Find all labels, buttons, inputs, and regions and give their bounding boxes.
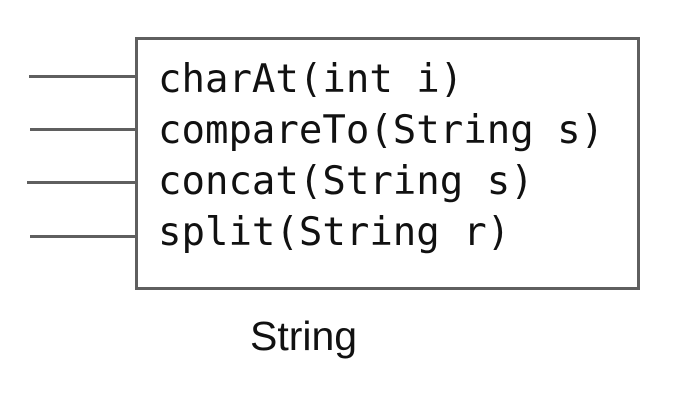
method-connector-line <box>30 128 135 131</box>
class-box: charAt(int i) compareTo(String s) concat… <box>135 37 640 290</box>
method-connector-line <box>27 181 135 184</box>
class-name-label: String <box>250 313 358 359</box>
method-connector-line <box>30 235 135 238</box>
method-item: charAt(int i) <box>158 57 464 102</box>
method-item: split(String r) <box>158 210 511 255</box>
method-connector-line <box>29 75 135 78</box>
method-item: concat(String s) <box>158 159 534 204</box>
method-list: charAt(int i) compareTo(String s) concat… <box>158 54 604 258</box>
method-item: compareTo(String s) <box>158 108 605 153</box>
